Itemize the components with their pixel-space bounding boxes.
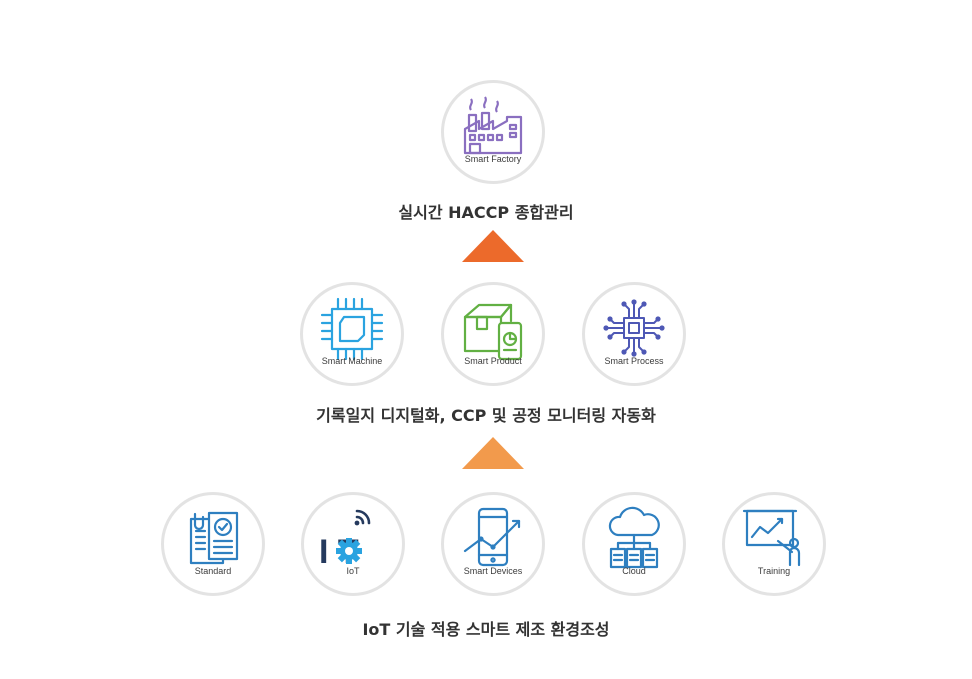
factory-icon bbox=[463, 96, 523, 155]
smart-factory-circle: Smart Factory bbox=[441, 80, 545, 184]
iot-circle: I T IoT bbox=[301, 492, 405, 596]
tier2-arrow-up bbox=[462, 437, 524, 469]
smart-devices-label: Smart Devices bbox=[463, 566, 523, 576]
box-phone-icon bbox=[463, 303, 523, 361]
smart-devices-circle: Smart Devices bbox=[441, 492, 545, 596]
smart-machine-label: Smart Machine bbox=[321, 356, 383, 366]
smart-process-circle: Smart Process bbox=[582, 282, 686, 386]
iot-gear-icon: I T bbox=[319, 509, 371, 571]
cloud-server-icon bbox=[608, 506, 660, 569]
smart-process-label: Smart Process bbox=[604, 356, 664, 366]
cloud-label: Cloud bbox=[622, 566, 646, 576]
standard-circle: Standard bbox=[161, 492, 265, 596]
iot-label: IoT bbox=[346, 566, 360, 576]
tier3-caption: IoT 기술 적용 스마트 제조 환경조성 bbox=[362, 620, 610, 639]
smart-factory-label: Smart Factory bbox=[464, 154, 522, 164]
smart-product-label: Smart Product bbox=[464, 356, 522, 366]
training-label: Training bbox=[757, 566, 791, 576]
training-circle: Training bbox=[722, 492, 826, 596]
standard-label: Standard bbox=[194, 566, 232, 576]
tier1-arrow-up bbox=[462, 230, 524, 262]
circuit-icon bbox=[603, 299, 665, 357]
cloud-circle: Cloud bbox=[582, 492, 686, 596]
smart-machine-circle: Smart Machine bbox=[300, 282, 404, 386]
presentation-icon bbox=[742, 509, 801, 567]
tier1-caption: 실시간 HACCP 종합관리 bbox=[398, 203, 574, 222]
chip-icon bbox=[320, 297, 384, 361]
tablet-chart-icon bbox=[463, 507, 521, 567]
document-check-icon bbox=[189, 511, 239, 565]
tier2-caption: 기록일지 디지털화, CCP 및 공정 모니터링 자동화 bbox=[316, 406, 656, 425]
smart-product-circle: Smart Product bbox=[441, 282, 545, 386]
